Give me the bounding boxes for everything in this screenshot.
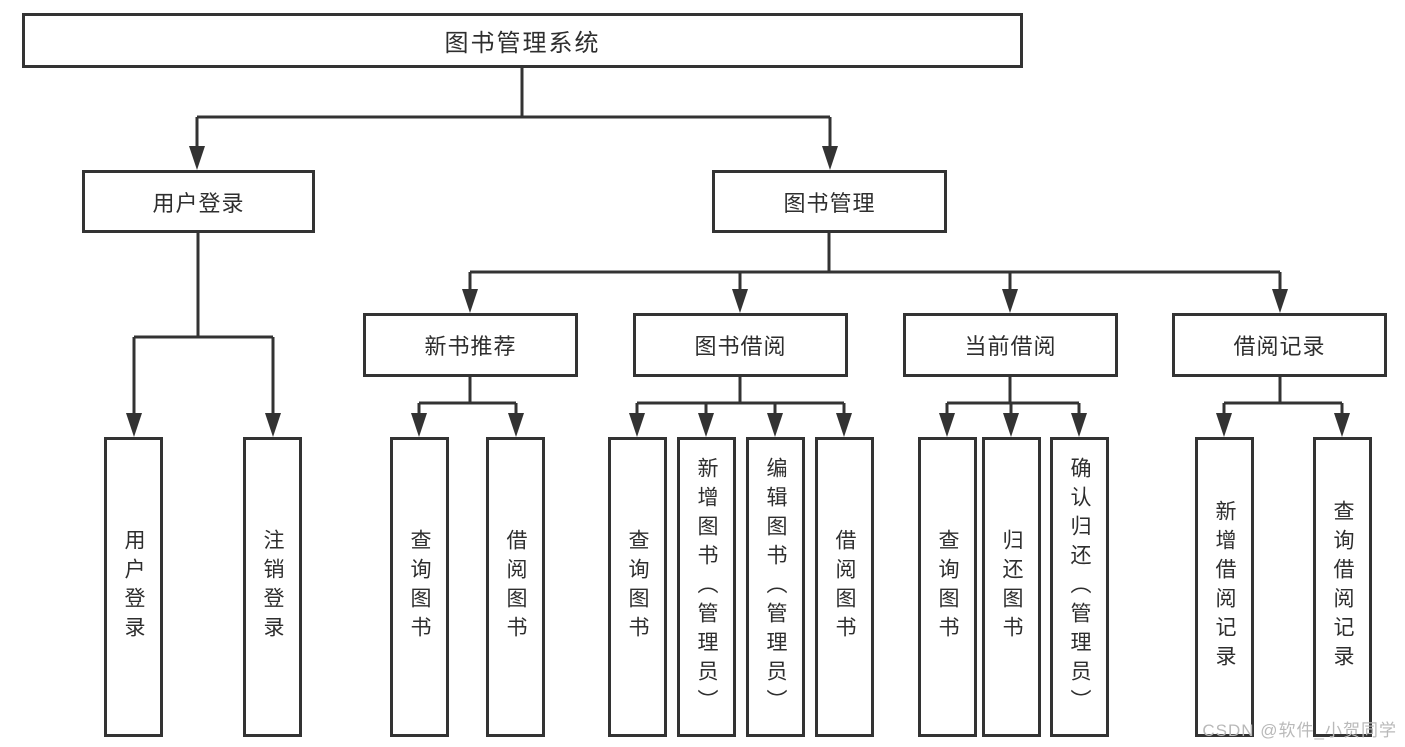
node-book-borrow: 图书借阅 bbox=[633, 313, 848, 377]
connector-bookborrow-to-leaves bbox=[635, 377, 846, 417]
arrowhead bbox=[1334, 413, 1350, 437]
leaf-user-login: 用户登录 bbox=[104, 437, 163, 737]
connector-currentborrow-to-leaves bbox=[945, 377, 1081, 417]
arrowhead bbox=[189, 146, 205, 170]
leaf-records-add-borrow-record: 新增借阅记录 bbox=[1195, 437, 1254, 737]
leaf-logout: 注销登录 bbox=[243, 437, 302, 737]
arrowhead bbox=[732, 289, 748, 313]
arrowhead bbox=[126, 413, 142, 437]
node-current-borrow: 当前借阅 bbox=[903, 313, 1118, 377]
arrowhead bbox=[508, 413, 524, 437]
connector-userlogin-to-leaves bbox=[132, 233, 275, 417]
leaf-current-return-books: 归还图书 bbox=[982, 437, 1041, 737]
node-user-login: 用户登录 bbox=[82, 170, 315, 233]
arrowhead bbox=[629, 413, 645, 437]
leaf-borrow-query-books: 查询图书 bbox=[608, 437, 667, 737]
arrowheads bbox=[126, 146, 1350, 437]
arrowhead bbox=[1272, 289, 1288, 313]
arrowhead bbox=[822, 146, 838, 170]
leaf-borrow-edit-books-admin: 编辑图书（管理员） bbox=[746, 437, 805, 737]
arrowhead bbox=[698, 413, 714, 437]
arrowhead bbox=[767, 413, 783, 437]
connector-bookmgmt-to-level3 bbox=[468, 233, 1282, 293]
connector-newbookrec-to-leaves bbox=[417, 377, 518, 417]
arrowhead bbox=[1216, 413, 1232, 437]
csdn-watermark: CSDN @软件_小贺同学 bbox=[1202, 721, 1397, 740]
arrowhead bbox=[1071, 413, 1087, 437]
leaf-borrow-add-books-admin: 新增图书（管理员） bbox=[677, 437, 736, 737]
arrowhead bbox=[462, 289, 478, 313]
connector-borrowrecords-to-leaves bbox=[1222, 377, 1344, 417]
node-borrow-records: 借阅记录 bbox=[1172, 313, 1387, 377]
arrowhead bbox=[1003, 413, 1019, 437]
leaf-recommend-borrow-books: 借阅图书 bbox=[486, 437, 545, 737]
node-book-management: 图书管理 bbox=[712, 170, 947, 233]
arrowhead bbox=[836, 413, 852, 437]
arrowhead bbox=[411, 413, 427, 437]
arrowhead bbox=[1002, 289, 1018, 313]
node-root-library-system: 图书管理系统 bbox=[22, 13, 1023, 68]
arrowhead bbox=[265, 413, 281, 437]
arrowhead bbox=[939, 413, 955, 437]
leaf-current-confirm-return-admin: 确认归还（管理员） bbox=[1050, 437, 1109, 737]
leaf-recommend-query-books: 查询图书 bbox=[390, 437, 449, 737]
leaf-records-query-borrow-record: 查询借阅记录 bbox=[1313, 437, 1372, 737]
connector-root-to-level2 bbox=[195, 68, 832, 150]
node-new-book-recommend: 新书推荐 bbox=[363, 313, 578, 377]
leaf-borrow-borrow-books: 借阅图书 bbox=[815, 437, 874, 737]
leaf-current-query-books: 查询图书 bbox=[918, 437, 977, 737]
